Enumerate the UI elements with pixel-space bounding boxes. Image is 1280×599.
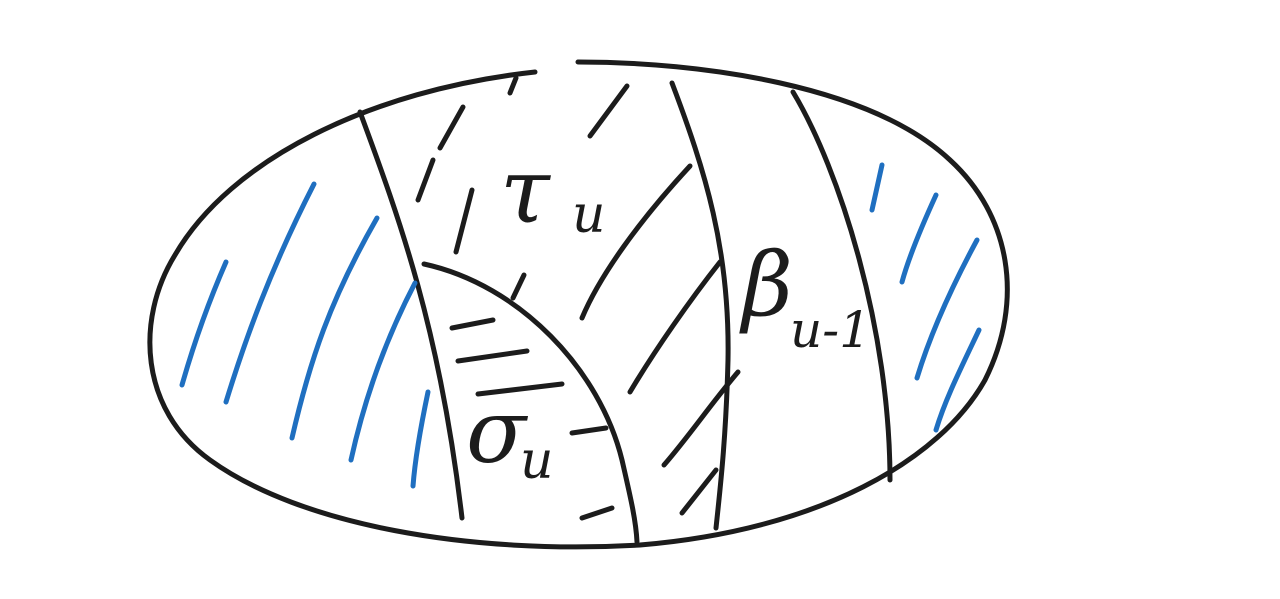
label-sigma-symbol: σ [466,380,529,483]
tau-hatching [415,75,741,516]
blue-hatching-right [869,162,982,433]
outer-boundary [147,59,1010,550]
label-tau-subscript: u [572,185,606,245]
blue-hatching-left [179,181,431,489]
sigma-hatching [449,317,615,521]
label-tau: τ u [500,139,606,245]
label-beta-symbol: β [739,233,793,336]
divider-left [357,109,465,521]
label-sigma-subscript: u [520,431,554,491]
label-sigma: σ u [466,380,554,491]
divider-right [790,89,893,483]
divider-middle [669,80,731,531]
label-beta: β u-1 [739,233,871,359]
sigma-arc [421,261,640,545]
label-tau-symbol: τ [500,139,551,244]
label-beta-subscript: u-1 [790,301,871,359]
